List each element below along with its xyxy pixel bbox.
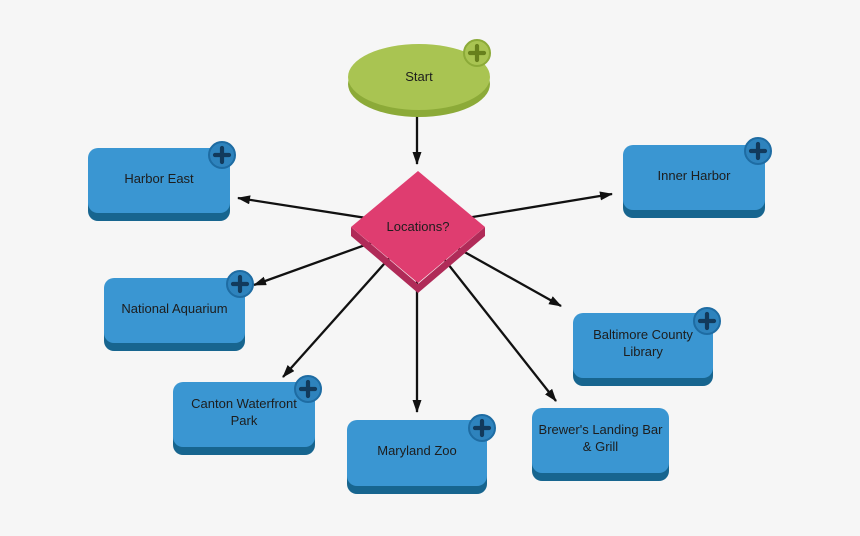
node-body — [623, 145, 765, 210]
node-body — [348, 44, 490, 110]
node-label-text: Inner Harbor — [657, 167, 731, 183]
node-body — [347, 420, 487, 486]
node-label-text: Maryland Zoo — [377, 443, 457, 459]
node-locations-shape[interactable] — [351, 171, 485, 293]
plus-icon — [230, 274, 250, 294]
node-canton-waterfront-park-label[interactable]: Canton Waterfront Park — [173, 382, 315, 444]
add-node-button-national-aquarium[interactable] — [226, 270, 254, 298]
node-start-shape[interactable] — [348, 44, 490, 117]
add-node-button-harbor-east[interactable] — [208, 141, 236, 169]
node-body — [532, 408, 669, 473]
node-label-text: Baltimore County Library — [593, 327, 693, 359]
plus-icon — [298, 379, 318, 399]
node-brewers-landing-label[interactable]: Brewer's Landing Bar & Grill — [532, 408, 669, 470]
node-locations-label[interactable]: Locations? — [351, 210, 485, 244]
node-label-text: Locations? — [386, 218, 450, 234]
node-harbor-east-label[interactable]: Harbor East — [88, 148, 230, 210]
node-baltimore-county-library-label[interactable]: Baltimore County Library — [573, 313, 713, 375]
node-inner-harbor-shape[interactable] — [623, 145, 765, 218]
node-maryland-zoo-shape[interactable] — [347, 420, 487, 494]
add-node-button-canton-waterfront-park[interactable] — [294, 375, 322, 403]
add-node-button-baltimore-county-library[interactable] — [693, 307, 721, 335]
node-label-text: Canton Waterfront Park — [191, 396, 297, 428]
node-baltimore-county-library-shape[interactable] — [573, 313, 713, 386]
node-canton-waterfront-park-shape[interactable] — [173, 382, 315, 455]
plus-icon — [748, 141, 768, 161]
node-label-text: Brewer's Landing Bar & Grill — [538, 422, 663, 454]
add-node-button-maryland-zoo[interactable] — [468, 414, 496, 442]
node-body — [88, 148, 230, 213]
add-node-button-inner-harbor[interactable] — [744, 137, 772, 165]
plus-icon — [472, 418, 492, 438]
plus-icon — [467, 43, 487, 63]
node-body — [104, 278, 245, 343]
node-brewers-landing-shape[interactable] — [532, 408, 669, 481]
node-inner-harbor-label[interactable]: Inner Harbor — [623, 145, 765, 207]
add-node-button-start[interactable] — [463, 39, 491, 67]
node-label-text: National Aquarium — [121, 300, 228, 316]
plus-icon — [212, 145, 232, 165]
node-harbor-east-shape[interactable] — [88, 148, 230, 221]
node-maryland-zoo-label[interactable]: Maryland Zoo — [347, 420, 487, 483]
node-body — [573, 313, 713, 378]
node-label-text: Start — [405, 68, 433, 84]
node-body — [351, 171, 485, 283]
node-body — [173, 382, 315, 447]
node-national-aquarium-shape[interactable] — [104, 278, 245, 351]
node-label-text: Harbor East — [124, 170, 194, 186]
node-start-label[interactable]: Start — [349, 60, 489, 94]
plus-icon — [697, 311, 717, 331]
node-national-aquarium-label[interactable]: National Aquarium — [104, 278, 245, 340]
